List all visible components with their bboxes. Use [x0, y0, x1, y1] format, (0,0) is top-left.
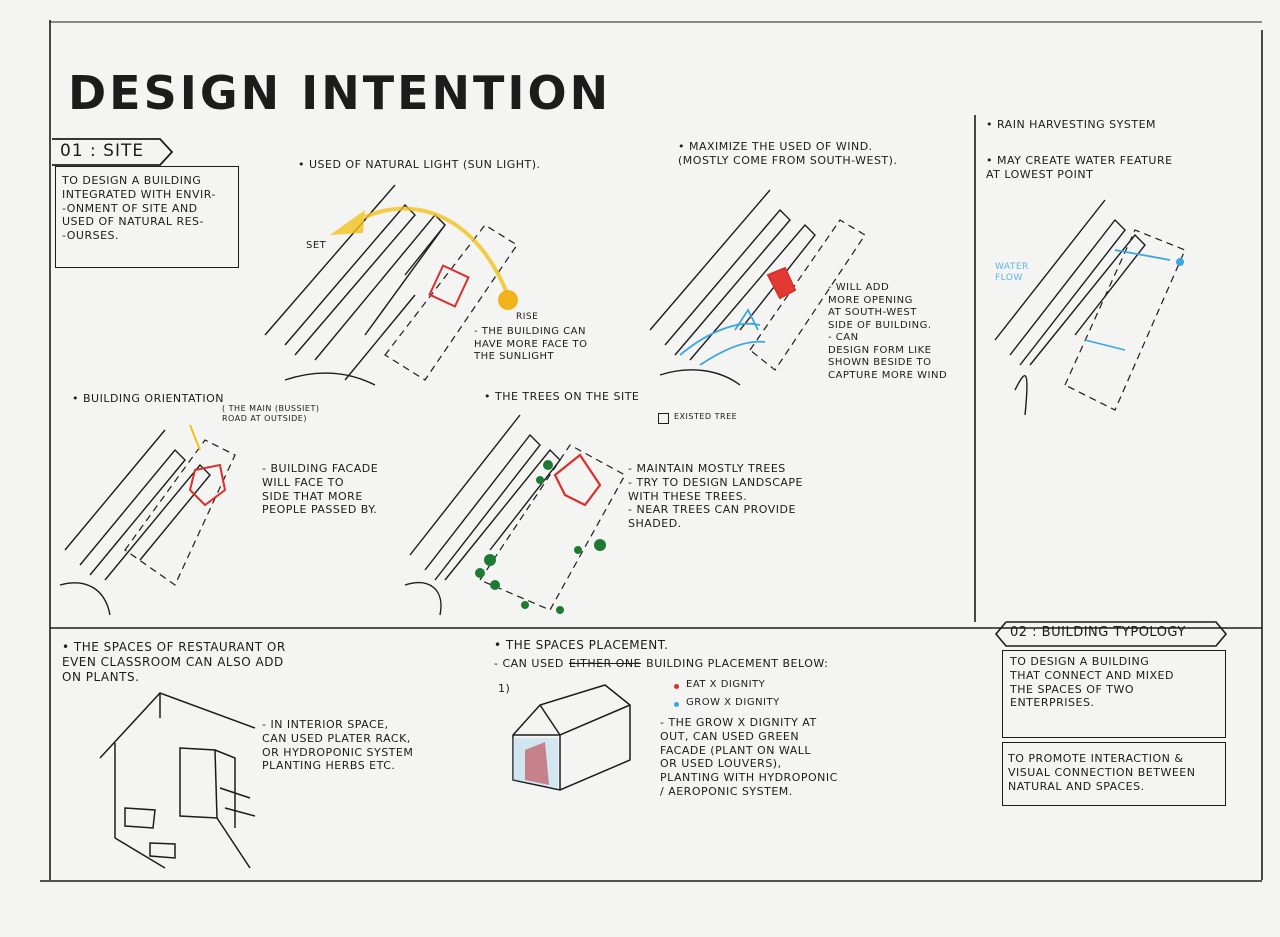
site-label-tag [52, 138, 174, 166]
legend-eat-label: EAT x DIGNITY [686, 679, 766, 690]
sunset-label: SET [306, 240, 327, 251]
typology-label-tag [994, 621, 1228, 647]
typology-box-2 [1002, 742, 1226, 806]
orientation-site-sketch [59, 424, 236, 616]
wind-note: - WILL ADD MORE OPENING AT SOUTH-WEST SI… [828, 282, 948, 381]
placement-sub: - CAN USED [494, 657, 564, 670]
rain-site-sketch [994, 199, 1186, 416]
placement-number: 1) [498, 682, 511, 695]
tree-legend-label: EXISTED TREE [674, 412, 738, 421]
typology-box-1 [1002, 650, 1226, 738]
trees-site-sketch [404, 414, 626, 616]
placement-struck: EITHER ONE [568, 657, 642, 670]
interior-space-sketch [99, 692, 256, 869]
site-intent-text: TO DESIGN A BUILDING INTEGRATED WITH ENV… [62, 174, 216, 242]
sunrise-label: RISE [516, 312, 539, 322]
water-flow-label: WATER FLOW [995, 262, 1029, 284]
restaurant-note: - IN INTERIOR SPACE, CAN USED PLATER RAC… [262, 718, 414, 773]
orientation-road-note: ( THE MAIN (BUSSIET) ROAD AT OUTSIDE) [222, 404, 320, 423]
legend-dot-grow [674, 702, 679, 707]
rain-heading-1: • RAIN HARVESTING SYSTEM [986, 118, 1157, 131]
placement-heading: • THE SPACES PLACEMENT. [494, 638, 669, 652]
orientation-heading: • BUILDING ORIENTATION [72, 392, 225, 405]
sunlight-note: - THE BUILDING CAN HAVE MORE FACE TO THE… [474, 326, 588, 362]
tree-legend-icon [658, 413, 669, 424]
orientation-note: - BUILDING FACADE WILL FACE TO SIDE THAT… [262, 462, 379, 517]
typology-text-2: TO PROMOTE INTERACTION & VISUAL CONNECTI… [1008, 752, 1196, 793]
wind-heading: • MAXIMIZE THE USED OF WIND. (MOSTLY COM… [678, 140, 898, 167]
page-title: DESIGN INTENTION [68, 66, 612, 120]
restaurant-heading: • THE SPACES OF RESTAURANT OR EVEN CLASS… [62, 640, 286, 684]
placement-subline: - CAN USED EITHER ONE BUILDING PLACEMENT… [494, 652, 828, 671]
wind-site-sketch [649, 189, 866, 386]
trees-note: - MAINTAIN MOSTLY TREES - TRY TO DESIGN … [628, 462, 803, 530]
site-intent-box [55, 166, 239, 268]
placement-building-sketch [512, 684, 631, 791]
legend-grow-label: GROW x DIGNITY [686, 697, 780, 708]
typology-label: 02 : BUILDING TYPOLOGY [1010, 625, 1186, 640]
trees-heading: • THE TREES ON THE SITE [484, 390, 640, 403]
typology-text-1: TO DESIGN A BUILDING THAT CONNECT AND MI… [1010, 655, 1174, 710]
sunlight-site-sketch [264, 184, 518, 386]
site-label: 01 : SITE [60, 141, 145, 161]
placement-note: - THE GROW x DIGNITY AT OUT, CAN USED GR… [660, 716, 838, 798]
sunlight-heading: • USED OF NATURAL LIGHT (SUN LIGHT). [298, 158, 541, 171]
placement-sub-end: BUILDING PLACEMENT BELOW: [646, 657, 829, 670]
rain-heading-2: • MAY CREATE WATER FEATURE AT LOWEST POI… [986, 154, 1173, 181]
legend-dot-eat [674, 684, 679, 689]
